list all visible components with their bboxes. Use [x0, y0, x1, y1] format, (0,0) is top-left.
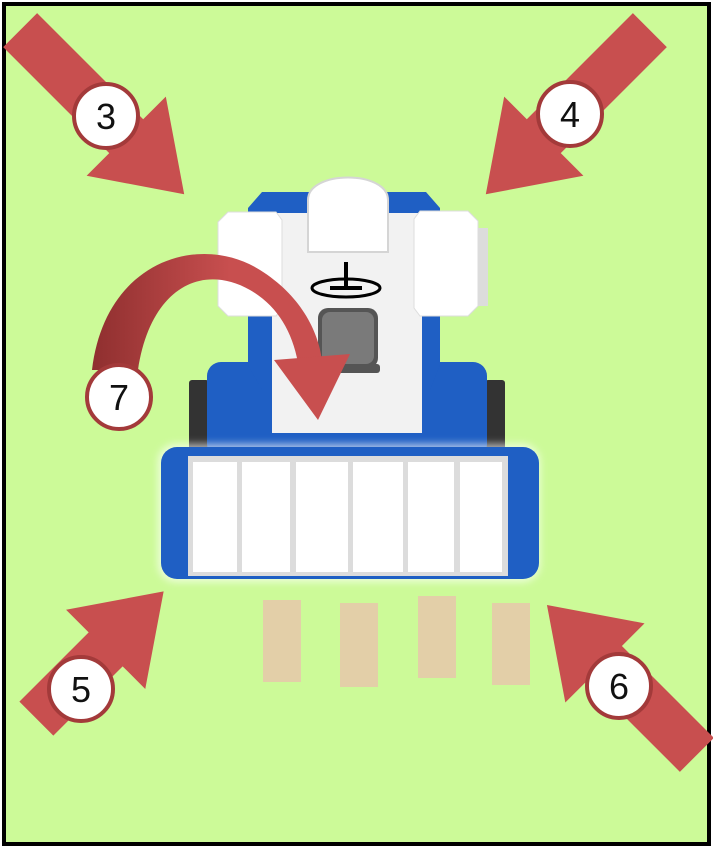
marker-3: 3: [72, 82, 140, 150]
right-wheel: [485, 380, 505, 450]
svg-text:3: 3: [96, 96, 116, 137]
cutter-blade: [193, 462, 237, 572]
right-side-panel: [413, 210, 479, 317]
cutter-blade: [296, 462, 348, 572]
seat-icon: [314, 308, 380, 373]
straw-row: [418, 596, 456, 678]
svg-text:5: 5: [71, 669, 91, 710]
marker-6: 6: [585, 652, 653, 720]
svg-text:4: 4: [560, 94, 580, 135]
curved-arrow-7: [92, 253, 350, 420]
svg-text:6: 6: [609, 666, 629, 707]
cutter-blade: [242, 462, 290, 572]
straw-row: [340, 603, 378, 687]
grain-tank: [307, 176, 389, 253]
harvester: [158, 176, 540, 582]
steering-wheel-icon: [310, 262, 382, 299]
cutter-blade: [353, 462, 403, 572]
left-wheel: [189, 380, 209, 450]
marker-5: 5: [47, 655, 115, 723]
cutter-blades: [193, 462, 502, 572]
marker-4: 4: [536, 80, 604, 148]
marker-7: 7: [85, 363, 153, 431]
svg-text:7: 7: [109, 377, 129, 418]
straw-row: [492, 603, 530, 685]
cutter-blade: [408, 462, 454, 572]
right-side-strip: [478, 228, 488, 306]
straw-row: [263, 600, 301, 682]
straw-rows: [263, 596, 530, 687]
cutter-blade: [460, 462, 502, 572]
